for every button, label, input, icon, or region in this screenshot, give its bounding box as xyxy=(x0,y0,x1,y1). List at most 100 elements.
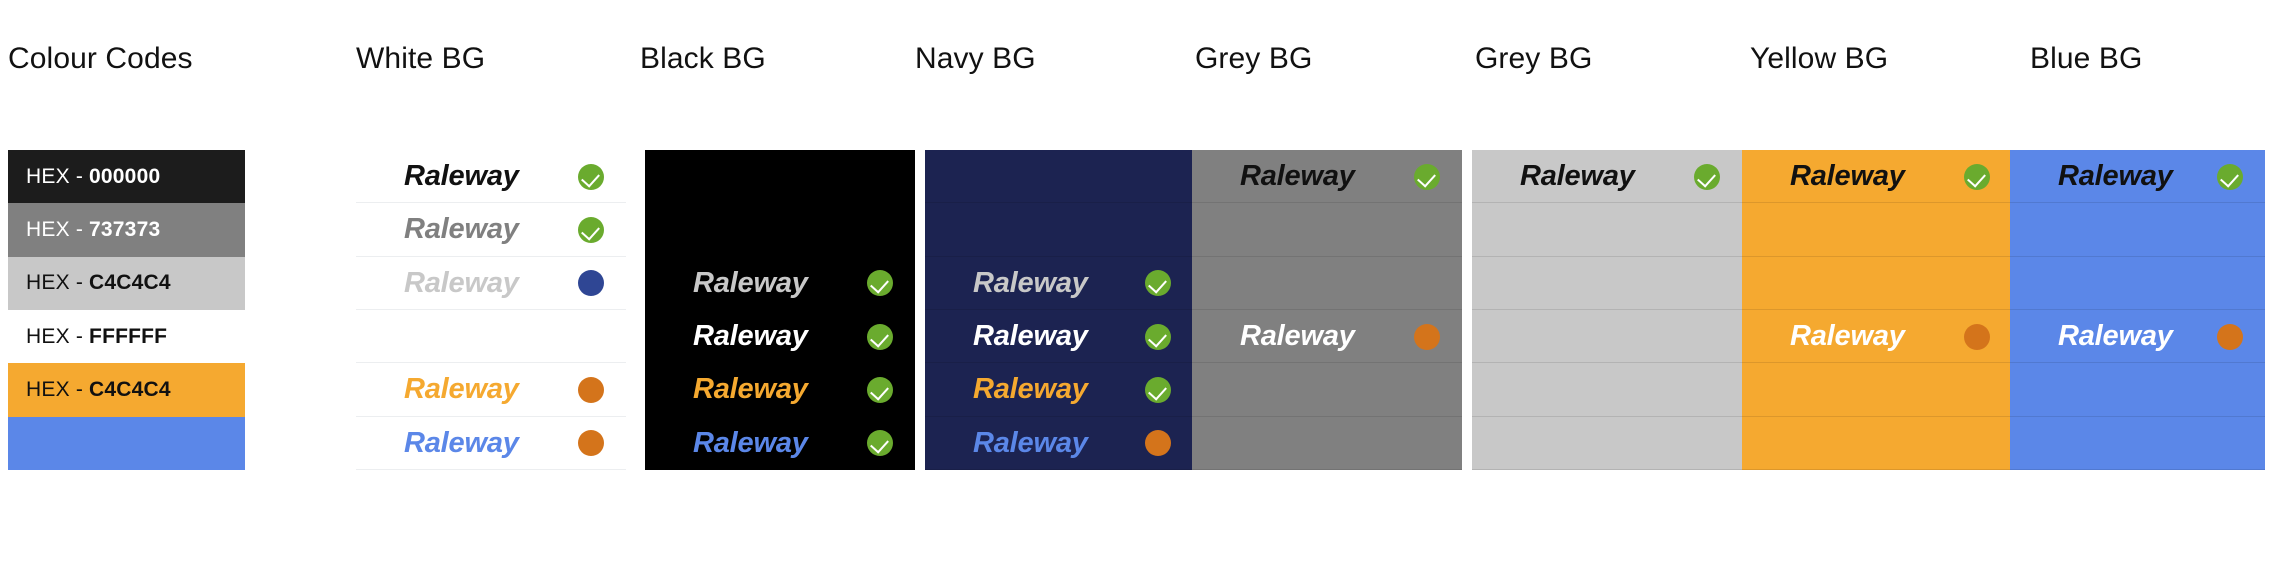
contrast-cell[interactable] xyxy=(645,203,915,257)
status-pass-icon[interactable] xyxy=(1145,270,1171,297)
contrast-cell[interactable] xyxy=(356,310,626,364)
contrast-cell[interactable] xyxy=(1192,257,1462,310)
contrast-cell[interactable]: Raleway xyxy=(1192,150,1462,204)
status-warning-icon[interactable] xyxy=(2217,323,2243,350)
status-info-icon[interactable] xyxy=(578,270,604,297)
status-pass-icon[interactable] xyxy=(867,323,893,350)
contrast-cell[interactable] xyxy=(925,203,1193,257)
swatch-row[interactable]: HEX - FFFFFF xyxy=(8,309,245,364)
status-pass-icon[interactable] xyxy=(867,430,893,457)
row-divider xyxy=(1192,468,1462,470)
contrast-cell[interactable]: Raleway xyxy=(2010,150,2265,204)
contrast-cell[interactable] xyxy=(1472,257,1742,310)
contrast-cell[interactable] xyxy=(2010,363,2265,417)
status-pass-icon[interactable] xyxy=(1964,163,1990,190)
contrast-cell[interactable]: Raleway xyxy=(645,257,915,310)
contrast-cell[interactable]: Raleway xyxy=(645,417,915,470)
contrast-cell[interactable]: Raleway xyxy=(356,363,626,417)
row-divider xyxy=(1192,362,1462,364)
contrast-cell[interactable]: Raleway xyxy=(925,417,1193,470)
contrast-cell[interactable]: Raleway xyxy=(356,417,626,470)
contrast-cell[interactable] xyxy=(2010,257,2265,310)
swatch-row[interactable]: HEX - C4C4C4 xyxy=(8,363,245,417)
contrast-cell[interactable] xyxy=(1192,417,1462,470)
contrast-cell[interactable] xyxy=(1192,203,1462,257)
row-divider xyxy=(356,255,626,257)
contrast-cell[interactable] xyxy=(1742,203,2012,257)
contrast-cell[interactable]: Raleway xyxy=(645,363,915,417)
contrast-cell[interactable] xyxy=(1742,363,2012,417)
row-divider xyxy=(1742,255,2012,257)
contrast-cell[interactable] xyxy=(2010,417,2265,470)
contrast-cell[interactable] xyxy=(645,150,915,204)
hex-prefix: HEX - xyxy=(26,217,90,241)
status-pass-icon[interactable] xyxy=(1145,323,1171,350)
hex-code-label: HEX - C4C4C4 xyxy=(26,378,171,402)
row-divider xyxy=(1742,468,2012,470)
contrast-cell[interactable]: Raleway xyxy=(356,203,626,257)
row-divider xyxy=(1192,255,1462,257)
status-pass-icon[interactable] xyxy=(1694,163,1720,190)
contrast-cell[interactable]: Raleway xyxy=(925,257,1193,310)
status-empty-icon xyxy=(1694,430,1720,456)
swatch-row[interactable]: HEX - 000000 xyxy=(8,150,245,204)
contrast-cell[interactable] xyxy=(1472,203,1742,257)
cell-content xyxy=(1742,270,2012,296)
cell-content: Raleway xyxy=(356,373,626,406)
hex-value: C4C4C4 xyxy=(89,271,171,295)
contrast-cell[interactable] xyxy=(1472,363,1742,417)
column-header-blue: Blue BG xyxy=(2030,42,2143,75)
status-pass-icon[interactable] xyxy=(867,376,893,403)
contrast-cell[interactable]: Raleway xyxy=(925,310,1193,364)
status-warning-icon[interactable] xyxy=(1145,430,1171,457)
status-empty-icon xyxy=(1964,217,1990,243)
font-sample-text: Raleway xyxy=(2058,160,2173,193)
status-empty-icon xyxy=(2217,430,2243,456)
row-divider xyxy=(2010,415,2265,417)
status-empty-icon xyxy=(578,324,604,350)
status-warning-icon[interactable] xyxy=(1414,323,1440,350)
contrast-cell[interactable] xyxy=(1742,257,2012,310)
row-divider xyxy=(1472,255,1742,257)
status-empty-icon xyxy=(1694,270,1720,296)
contrast-cell[interactable]: Raleway xyxy=(1472,150,1742,204)
contrast-cell[interactable]: Raleway xyxy=(2010,310,2265,364)
contrast-cell[interactable]: Raleway xyxy=(645,310,915,364)
status-empty-icon xyxy=(1145,164,1171,190)
status-empty-icon xyxy=(1964,430,1990,456)
status-pass-icon[interactable] xyxy=(578,163,604,190)
contrast-cell[interactable]: Raleway xyxy=(1742,310,2012,364)
contrast-cell[interactable] xyxy=(1192,363,1462,417)
contrast-cell[interactable]: Raleway xyxy=(1742,150,2012,204)
cell-content: Raleway xyxy=(2010,320,2265,353)
status-pass-icon[interactable] xyxy=(867,270,893,297)
swatch-row[interactable] xyxy=(8,416,245,470)
status-pass-icon[interactable] xyxy=(578,216,604,243)
contrast-cell[interactable] xyxy=(1472,310,1742,364)
contrast-cell[interactable] xyxy=(1472,417,1742,470)
cell-content xyxy=(925,217,1193,243)
contrast-cell[interactable] xyxy=(1742,417,2012,470)
contrast-cell[interactable] xyxy=(925,150,1193,204)
status-warning-icon[interactable] xyxy=(578,376,604,403)
status-warning-icon[interactable] xyxy=(578,430,604,457)
status-pass-icon[interactable] xyxy=(2217,163,2243,190)
contrast-cell[interactable]: Raleway xyxy=(356,257,626,310)
hex-value: 000000 xyxy=(89,164,161,188)
font-sample-text: Raleway xyxy=(404,160,519,193)
font-sample-text: Raleway xyxy=(404,426,519,459)
contrast-cell[interactable] xyxy=(2010,203,2265,257)
font-sample-text: Raleway xyxy=(693,266,808,299)
cell-content: Raleway xyxy=(645,373,915,406)
contrast-cell[interactable]: Raleway xyxy=(356,150,626,204)
contrast-cell[interactable]: Raleway xyxy=(925,363,1193,417)
status-pass-icon[interactable] xyxy=(1414,163,1440,190)
status-warning-icon[interactable] xyxy=(1964,323,1990,350)
swatch-row[interactable]: HEX - 737373 xyxy=(8,203,245,257)
status-pass-icon[interactable] xyxy=(1145,376,1171,403)
swatch-row[interactable]: HEX - C4C4C4 xyxy=(8,256,245,310)
contrast-cell[interactable]: Raleway xyxy=(1192,310,1462,364)
